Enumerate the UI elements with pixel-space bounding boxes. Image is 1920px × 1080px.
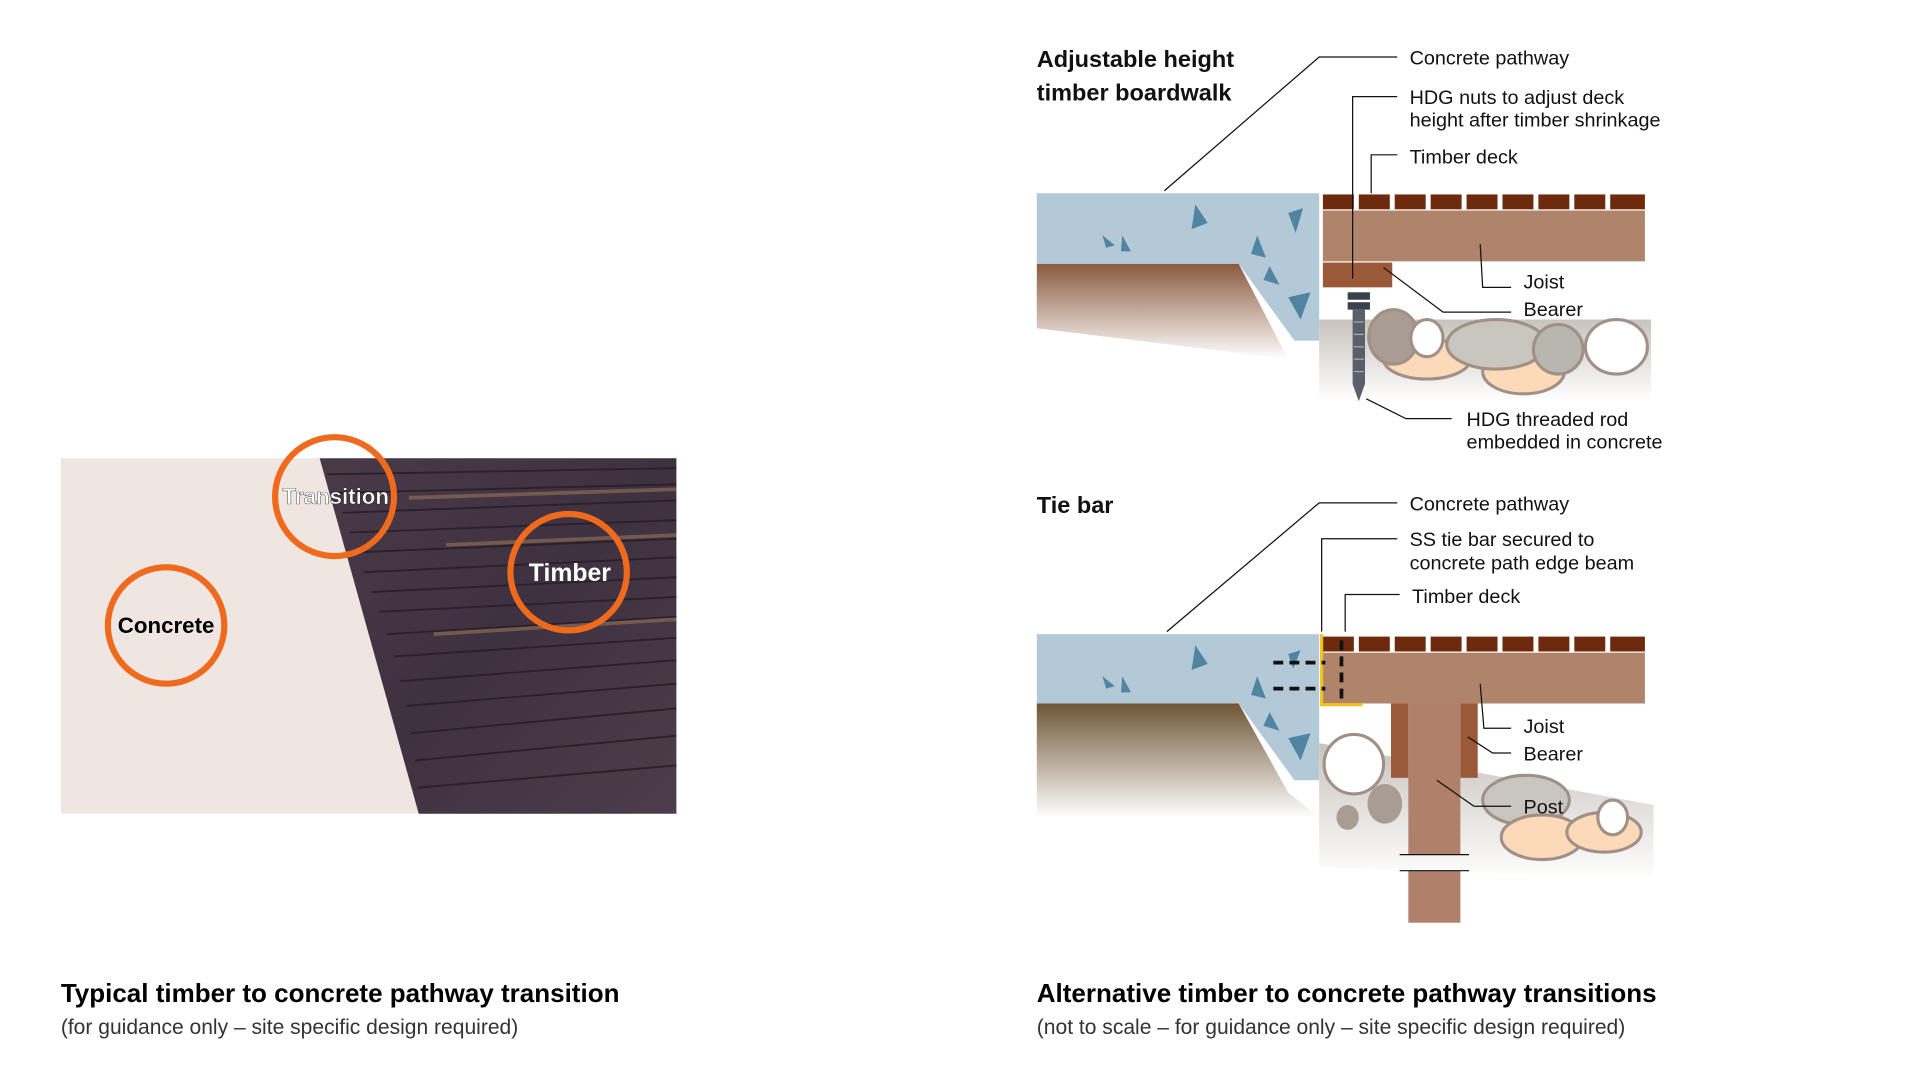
tie-bar [1320,634,1363,707]
photo-caption-subtitle: (for guidance only – site specific desig… [61,1016,518,1039]
label-tie-bar-line2: concrete path edge beam [1410,553,1635,575]
label-rod-line1: HDG threaded rod [1467,409,1629,431]
transition-label: Transition [283,484,389,509]
bearer-left [1391,703,1409,778]
concrete-pathway [1036,634,1320,781]
timber-deck-boards [1322,636,1645,652]
timber-deck-boards [1322,194,1645,210]
label-joist: Joist [1524,272,1565,294]
soil [1036,703,1320,818]
label-post: Post [1524,797,1564,819]
diagram-caption-subtitle: (not to scale – for guidance only – site… [1037,1016,1625,1039]
timber-deck-surface [319,458,677,814]
deck-board-gaps [327,467,677,789]
tie-bar-bolts [1273,640,1344,705]
bearer [1322,262,1393,288]
label-bearer: Bearer [1524,743,1584,765]
tie-bar-title: Tie bar [1037,492,1114,518]
concrete-label: Concrete [118,613,215,638]
timber-circle [507,510,630,634]
label-hdg-nuts-line2: height after timber shrinkage [1410,109,1661,131]
joist [1322,210,1645,262]
label-timber-deck: Timber deck [1412,586,1520,608]
timber-label: Timber [529,560,611,587]
label-hdg-nuts-line1: HDG nuts to adjust deck [1410,87,1625,109]
joist [1322,652,1645,704]
tie-bar-diagram: Tie bar [1036,492,1654,923]
post-lower [1408,870,1461,923]
post-upper [1408,703,1461,855]
label-timber-deck: Timber deck [1410,146,1518,168]
concrete-circle [104,564,228,687]
soil [1036,263,1289,360]
rocks [1367,308,1649,396]
adjustable-height-diagram: Adjustable height timber boardwalk [1036,46,1663,453]
diagram-title-line2: timber boardwalk [1037,79,1233,105]
label-rod-line2: embedded in concrete [1467,431,1663,453]
label-concrete-pathway: Concrete pathway [1410,493,1570,515]
photo-caption-title: Typical timber to concrete pathway trans… [61,978,620,1008]
transition-photo: Transition Concrete Timber [60,434,677,814]
concrete-pathway [1036,193,1320,341]
threaded-rod [1347,292,1370,402]
rocks [1322,732,1643,862]
transition-circle [271,434,398,560]
diagram-caption-title: Alternative timber to concrete pathway t… [1037,978,1657,1008]
label-bearer: Bearer [1524,299,1584,321]
label-concrete-pathway: Concrete pathway [1410,47,1570,69]
label-joist: Joist [1524,716,1565,738]
label-tie-bar-line1: SS tie bar secured to [1410,529,1595,551]
diagram-title-line1: Adjustable height [1037,46,1234,72]
bearer-right [1460,703,1478,778]
